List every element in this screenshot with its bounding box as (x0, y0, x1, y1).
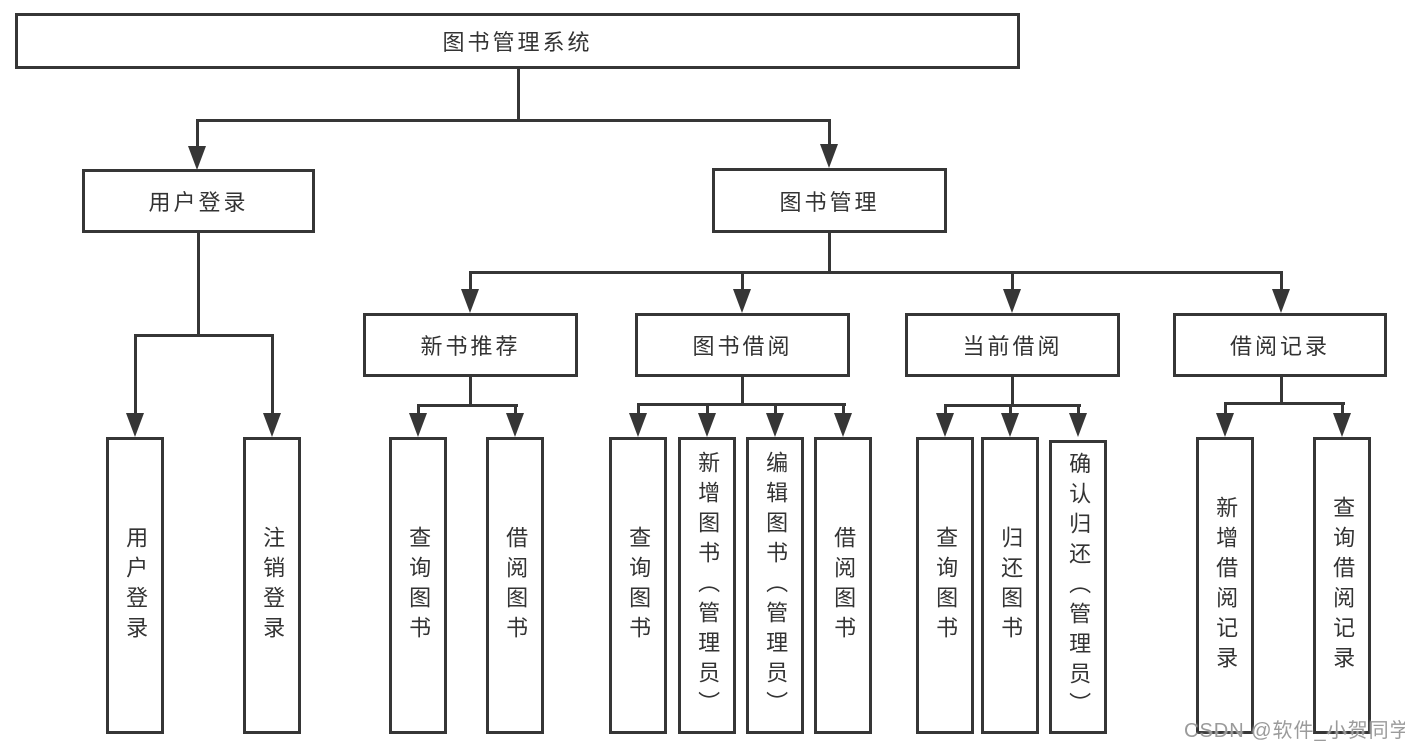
connector-line (944, 406, 947, 418)
connector-line (637, 403, 846, 406)
connector-line (944, 404, 1081, 407)
node-borrow-records: 借阅记录 (1173, 313, 1387, 377)
connector-line (417, 404, 518, 407)
arrowhead-icon (1069, 413, 1087, 437)
leaf-recommend-query-books: 查询图书 (389, 437, 447, 734)
connector-line (469, 375, 472, 406)
connector-line (196, 119, 831, 122)
watermark: CSDN @软件_小贺同学 (1184, 720, 1405, 742)
connector-line (1224, 404, 1227, 416)
connector-line (774, 405, 777, 418)
connector-line (842, 405, 845, 418)
leaf-logout: 注销登录 (243, 437, 301, 734)
node-book-management: 图书管理 (712, 168, 947, 233)
connector-line (828, 232, 831, 273)
arrowhead-icon (461, 289, 479, 313)
leaf-borrowing-edit-books-admin: 编辑图书（管理员） (746, 437, 804, 734)
arrowhead-icon (698, 413, 716, 437)
arrowhead-icon (1003, 289, 1021, 313)
connector-line (637, 405, 640, 418)
arrowhead-icon (629, 413, 647, 437)
connector-line (134, 334, 274, 337)
connector-line (1077, 406, 1080, 418)
arrowhead-icon (409, 413, 427, 437)
arrowhead-icon (126, 413, 144, 437)
connector-line (517, 68, 520, 121)
connector-line (469, 273, 472, 293)
leaf-borrowing-borrow-books: 借阅图书 (814, 437, 872, 734)
node-book-borrowing: 图书借阅 (635, 313, 850, 377)
arrowhead-icon (766, 413, 784, 437)
leaf-borrowing-add-books-admin: 新增图书（管理员） (678, 437, 736, 734)
leaf-borrowing-query-books: 查询图书 (609, 437, 667, 734)
connector-line (1011, 375, 1014, 406)
leaf-records-query-record: 查询借阅记录 (1313, 437, 1371, 734)
connector-line (828, 121, 831, 148)
connector-line (1280, 375, 1283, 404)
arrowhead-icon (820, 144, 838, 168)
connector-line (134, 336, 137, 416)
leaf-records-add-record: 新增借阅记录 (1196, 437, 1254, 734)
node-current-borrowing: 当前借阅 (905, 313, 1120, 377)
connector-line (1280, 273, 1283, 293)
node-library-management-system: 图书管理系统 (15, 13, 1020, 69)
connector-line (271, 336, 274, 416)
connector-line (1011, 273, 1014, 293)
leaf-user-login: 用户登录 (106, 437, 164, 734)
arrowhead-icon (506, 413, 524, 437)
leaf-current-confirm-return-admin: 确认归还（管理员） (1049, 440, 1107, 734)
leaf-current-query-books: 查询图书 (916, 437, 974, 734)
arrowhead-icon (733, 289, 751, 313)
connector-line (1224, 402, 1345, 405)
arrowhead-icon (1216, 413, 1234, 437)
connector-line (197, 232, 200, 336)
connector-line (196, 121, 199, 149)
leaf-recommend-borrow-books: 借阅图书 (486, 437, 544, 734)
connector-line (1009, 406, 1012, 418)
arrowhead-icon (188, 146, 206, 170)
connector-line (1341, 404, 1344, 416)
node-user-login: 用户登录 (82, 169, 315, 233)
arrowhead-icon (936, 413, 954, 437)
connector-line (741, 375, 744, 405)
arrowhead-icon (263, 413, 281, 437)
arrowhead-icon (1272, 289, 1290, 313)
arrowhead-icon (1333, 413, 1351, 437)
arrowhead-icon (834, 413, 852, 437)
connector-line (469, 271, 1283, 274)
leaf-current-return-books: 归还图书 (981, 437, 1039, 734)
connector-line (741, 273, 744, 293)
connector-line (706, 405, 709, 418)
node-new-book-recommend: 新书推荐 (363, 313, 578, 377)
arrowhead-icon (1001, 413, 1019, 437)
